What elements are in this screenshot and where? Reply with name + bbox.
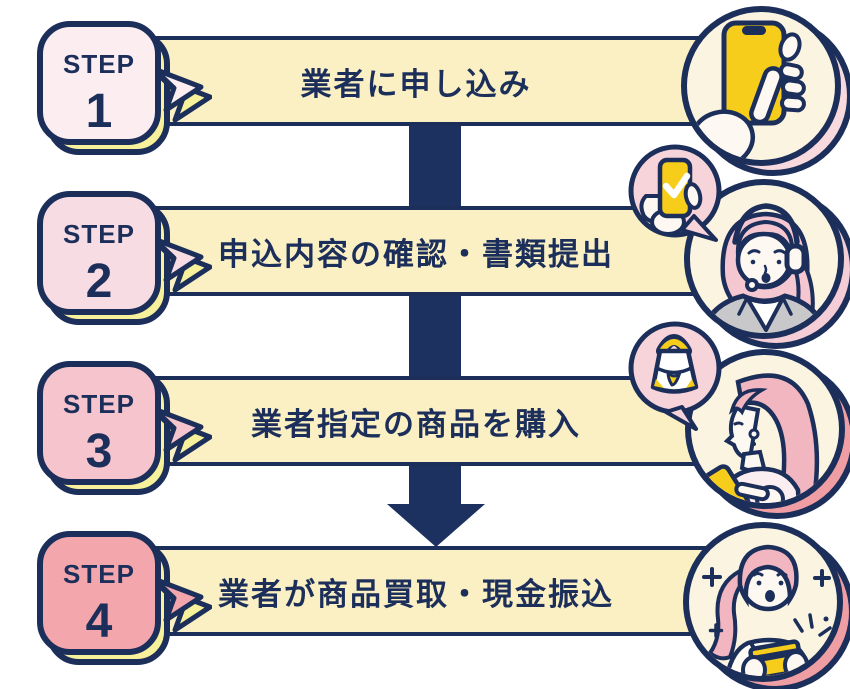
hair-bangs <box>737 544 799 608</box>
step-number: 4 <box>86 595 113 648</box>
ponytail <box>707 568 752 661</box>
step-3-illustration <box>685 349 850 519</box>
badge-tail <box>151 576 204 623</box>
cashback-woman-avatar <box>702 544 832 676</box>
phone-checkmark-icon <box>639 157 703 236</box>
headset-icon <box>732 203 807 292</box>
hand-icon <box>689 32 806 160</box>
operator-avatar <box>692 203 836 333</box>
step-4-illustration <box>683 522 850 689</box>
step-2-title: 申込内容の確認・書類提出 <box>218 236 614 272</box>
bubble-tail <box>664 405 698 431</box>
step-label: STEP <box>63 219 135 249</box>
badge-tail <box>151 236 204 283</box>
step-label: STEP <box>63 559 135 589</box>
badge-box <box>37 361 161 485</box>
step-3-badge: STEP 3 <box>37 361 212 495</box>
arrow-shaft-1 <box>409 126 461 207</box>
bubble-tail <box>680 214 718 242</box>
sparkle-icon <box>702 567 831 638</box>
emphasis-lines <box>793 613 832 637</box>
step-1-title: 業者に申し込み <box>300 66 532 102</box>
step-1-badge: STEP 1 <box>37 21 212 155</box>
step-2-illustration <box>684 179 850 349</box>
badge-box <box>37 531 161 655</box>
badge-box <box>37 191 161 315</box>
step-number: 2 <box>86 255 113 308</box>
step-label: STEP <box>63 389 135 419</box>
step-4-title: 業者が商品買取・現金振込 <box>218 576 614 612</box>
badge-tail <box>151 406 204 453</box>
step-label: STEP <box>63 49 135 79</box>
step-4-badge: STEP 4 <box>37 531 212 665</box>
arrow-head <box>387 466 485 547</box>
step-number: 3 <box>86 425 113 478</box>
arrow-shaft-2 <box>409 296 461 377</box>
step-number: 1 <box>86 85 113 138</box>
hair-bangs <box>735 219 795 257</box>
step-2-bubble <box>628 144 722 242</box>
handbag-icon <box>650 334 699 394</box>
step-2-badge: STEP 2 <box>37 191 212 325</box>
step-3-bubble <box>628 321 722 431</box>
step-1-banner: 業者に申し込み <box>150 36 746 126</box>
step-3-title: 業者指定の商品を購入 <box>251 406 581 442</box>
step-1-illustration <box>681 6 850 176</box>
badge-tail <box>151 66 204 113</box>
badge-box <box>37 21 161 145</box>
step-4-banner: 業者が商品買取・現金振込 <box>150 546 746 636</box>
shopping-woman-avatar <box>703 373 820 503</box>
hair-bangs <box>728 388 768 416</box>
